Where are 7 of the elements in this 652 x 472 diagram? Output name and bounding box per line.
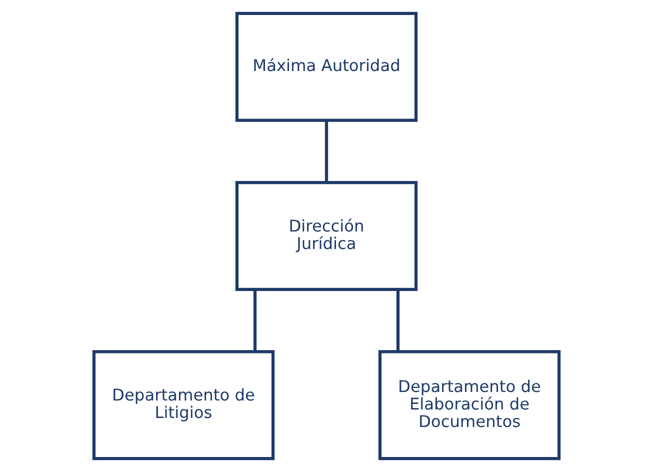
node-box: Dirección Jurídica	[234, 180, 418, 292]
node-box: Departamento de Litigios	[92, 350, 274, 460]
connector	[324, 120, 328, 182]
connector	[396, 290, 400, 352]
connector	[252, 290, 256, 352]
node-box: Departamento de Elaboración de Documentos	[378, 350, 560, 460]
node-box: Máxima Autoridad	[234, 12, 418, 122]
